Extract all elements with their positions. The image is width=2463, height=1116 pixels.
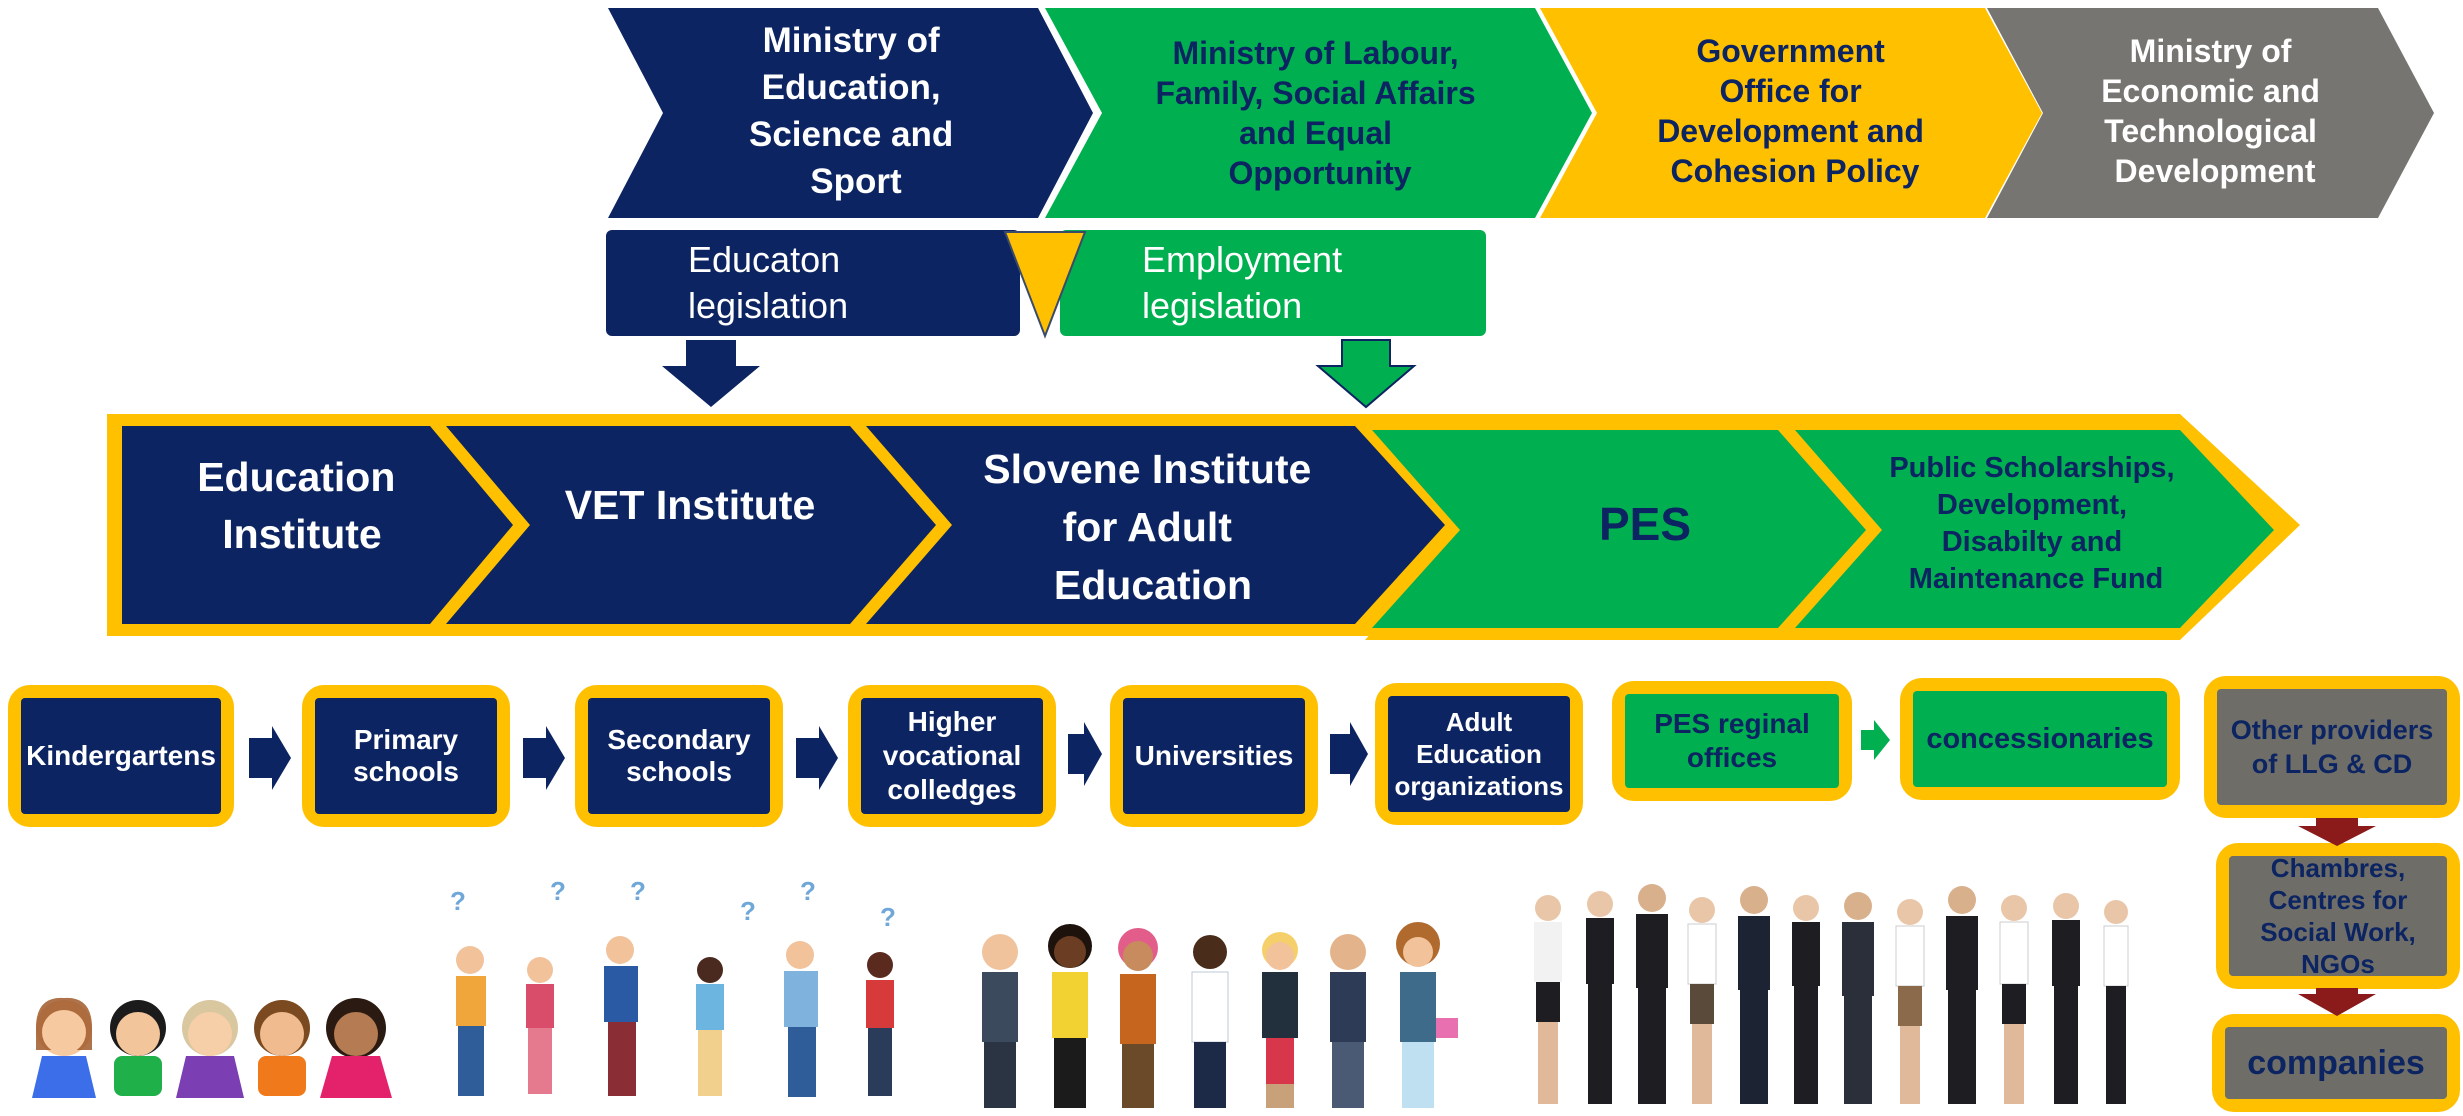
yellow-down-triangle-icon xyxy=(1003,231,1087,339)
provider-arrows xyxy=(249,720,2376,1016)
concessionaries-label: concessionaries xyxy=(1913,691,2167,787)
svg-text:?: ? xyxy=(800,876,816,906)
svg-text:?: ? xyxy=(450,886,466,916)
primary-schools-box[interactable]: Primary schools xyxy=(302,685,510,827)
institution-fund-chevron[interactable] xyxy=(1795,430,2274,628)
institution-pes-label: PES xyxy=(1599,498,1691,550)
adult-education-organizations-box[interactable]: Adult Education organizations xyxy=(1375,683,1583,825)
institution-fund-label: Public Scholarships, Development, Disabi… xyxy=(1889,452,2182,595)
institution-vet-chevron[interactable] xyxy=(446,426,936,624)
higher-vocational-colleges-box[interactable]: Higher vocational colledges xyxy=(848,685,1056,827)
secondary-schools-box[interactable]: Secondary schools xyxy=(575,685,783,827)
other-providers-box[interactable]: Other providers of LLG & CD xyxy=(2204,676,2460,818)
secondary-schools-label: Secondary schools xyxy=(588,698,770,814)
chambres-box[interactable]: Chambres, Centres for Social Work, NGOs xyxy=(2216,843,2460,989)
arrow-right-icon xyxy=(796,726,838,790)
ministry-education-chevron[interactable] xyxy=(608,8,1093,218)
dark-red-down-arrow-icon xyxy=(2298,988,2376,1016)
institution-education-label: Education Institute xyxy=(197,454,407,557)
green-down-arrow-icon xyxy=(1315,339,1417,409)
arrow-right-icon xyxy=(249,726,291,790)
chambres-label: Chambres, Centres for Social Work, NGOs xyxy=(2229,853,2447,979)
pes-regional-offices-box[interactable]: PES reginal offices xyxy=(1612,681,1852,801)
education-legislation-box[interactable]: Educaton legislation xyxy=(606,230,1020,336)
education-legislation-label: Educaton legislation xyxy=(688,239,849,326)
primary-schools-label: Primary schools xyxy=(315,698,497,814)
employment-legislation-label: Employment legislation xyxy=(1142,239,1343,326)
ministry-labour-chevron[interactable] xyxy=(1045,8,1592,218)
universities-box[interactable]: Universities xyxy=(1110,685,1318,827)
institution-adult-education-chevron[interactable] xyxy=(866,426,1445,624)
dark-red-down-arrow-icon xyxy=(2298,818,2376,846)
institution-education-chevron[interactable] xyxy=(122,426,513,624)
green-arrow-right-icon xyxy=(1861,720,1890,760)
ministry-government-office-chevron[interactable] xyxy=(1540,8,2042,218)
other-providers-label: Other providers of LLG & CD xyxy=(2217,689,2447,805)
concessionaries-box[interactable]: concessionaries xyxy=(1900,678,2180,800)
ministry-government-office-label: Government Office for Development and Co… xyxy=(1657,33,1933,189)
companies-label: companies xyxy=(2225,1027,2447,1099)
institution-pes-chevron[interactable] xyxy=(1372,430,1866,628)
institutions-row: Education Institute VET Institute Sloven… xyxy=(107,414,2300,640)
employment-legislation-box[interactable]: Employment legislation xyxy=(1060,230,1486,336)
kindergartens-label: Kindergartens xyxy=(21,698,221,814)
institution-adult-education-label: Slovene Institute for Adult Education xyxy=(983,446,1322,608)
kindergartens-box[interactable]: Kindergartens xyxy=(8,685,234,827)
legislation-arrows xyxy=(662,231,1417,409)
children-illustration xyxy=(32,997,392,1098)
svg-text:?: ? xyxy=(880,902,896,932)
ministry-economic-label: Ministry of Economic and Technological D… xyxy=(2101,33,2329,189)
ministry-economic-chevron[interactable] xyxy=(1987,8,2434,218)
svg-text:?: ? xyxy=(740,896,756,926)
svg-text:?: ? xyxy=(550,876,566,906)
business-people-photo xyxy=(1520,860,2140,1110)
institution-vet-label: VET Institute xyxy=(565,482,816,528)
companies-box[interactable]: companies xyxy=(2212,1014,2460,1112)
arrow-right-icon xyxy=(1330,722,1368,786)
ministry-labour-label: Ministry of Labour, Family, Social Affai… xyxy=(1156,35,1485,191)
arrow-right-icon xyxy=(1068,722,1102,786)
higher-vocational-colleges-label: Higher vocational colledges xyxy=(861,698,1043,814)
arrow-right-icon xyxy=(523,726,565,790)
adult-education-organizations-label: Adult Education organizations xyxy=(1388,696,1570,812)
navy-down-arrow-icon xyxy=(662,340,760,407)
students-thinking-illustration: ??? ??? xyxy=(450,876,896,1097)
pes-regional-offices-label: PES reginal offices xyxy=(1625,694,1839,788)
diverse-adults-illustration xyxy=(982,922,1458,1108)
universities-label: Universities xyxy=(1123,698,1305,814)
ministry-education-label: Ministry of Education, Science and Sport xyxy=(749,21,963,201)
ministries-row: Ministry of Education, Science and Sport… xyxy=(608,8,2434,218)
svg-text:?: ? xyxy=(630,876,646,906)
